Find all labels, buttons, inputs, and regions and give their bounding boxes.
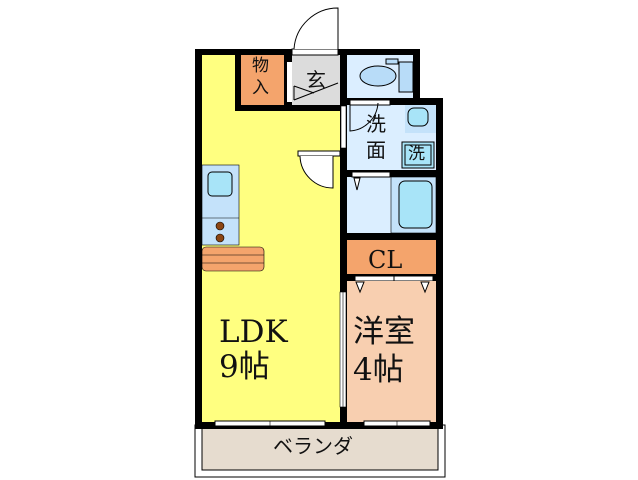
storage-label-1: 物 — [252, 56, 269, 76]
ldk-size: 9帖 — [219, 349, 270, 385]
sink-icon — [407, 107, 429, 127]
ldk-door-opening — [297, 150, 341, 157]
ldk-door-swing[interactable] — [299, 155, 334, 189]
washroom-sliding-door[interactable] — [340, 105, 347, 149]
ldk-closet-left — [202, 55, 235, 131]
entrance-label: 玄 — [306, 68, 326, 92]
washroom-label-1: 洗 — [366, 112, 386, 136]
closet-label: CL — [368, 246, 403, 274]
western-room-label: 洋室 — [353, 314, 415, 350]
washroom-door-opening — [349, 99, 391, 106]
veranda-label: ベランダ — [273, 434, 353, 458]
storage-label-2: 入 — [252, 78, 269, 98]
washroom-door-swing[interactable] — [349, 102, 379, 132]
bath-dressing-floor — [347, 177, 391, 233]
stove-burner-icon — [215, 221, 225, 231]
western-room-size: 4帖 — [353, 352, 404, 388]
closet-floor — [347, 240, 436, 274]
bathtub-icon — [398, 180, 433, 229]
washer-space — [401, 141, 435, 169]
ldk-nook — [202, 136, 235, 163]
washroom-label-2: 面 — [366, 138, 386, 162]
storage-floor — [241, 55, 284, 105]
washer-label: 洗 — [408, 144, 425, 164]
entrance-side-opening — [287, 62, 292, 102]
stove-burner-icon — [215, 233, 225, 243]
toilet-tank-icon — [398, 61, 414, 93]
front-door-opening — [291, 48, 339, 56]
kitchen-sink-icon — [207, 171, 233, 197]
toilet-bowl-icon — [359, 65, 397, 87]
ldk-label: LDK — [219, 314, 288, 350]
veranda-floor — [201, 427, 439, 471]
front-door-swing[interactable] — [293, 7, 339, 50]
entrance-floor — [292, 55, 340, 105]
western-room-floor — [347, 281, 436, 422]
ldk-upper — [241, 111, 287, 151]
kitchen-bar-counter — [201, 246, 265, 272]
bath-door-opening — [351, 171, 391, 178]
hall-floor — [295, 111, 340, 146]
